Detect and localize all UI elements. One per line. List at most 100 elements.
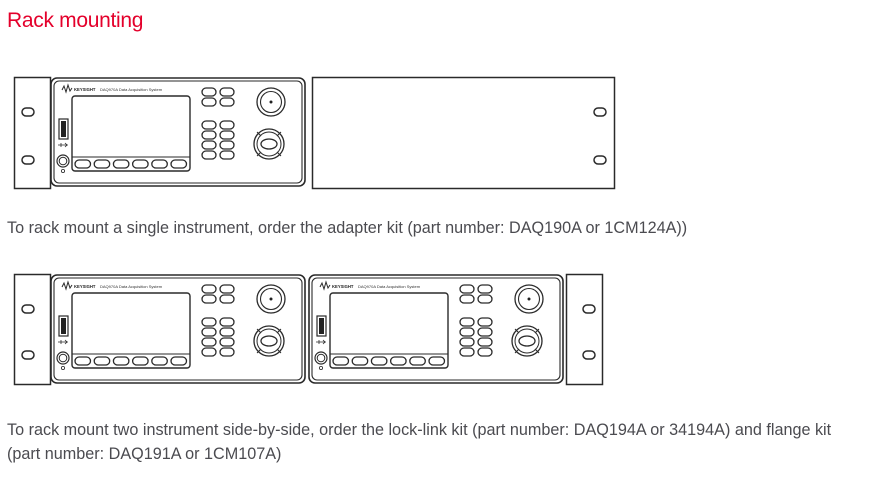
jack-inner [58, 156, 68, 166]
usb-port-slot [61, 318, 66, 334]
keysight-logo-icon [61, 83, 73, 94]
front-panel-key [219, 294, 235, 304]
front-panel-key [219, 284, 235, 294]
softkey-button [131, 356, 149, 366]
mounting-hole [21, 350, 35, 360]
usb-port-slot [61, 121, 66, 137]
navigation-arrow-dividers [514, 328, 540, 354]
navigation-arrow-dividers [256, 328, 282, 354]
front-panel-key [219, 327, 235, 337]
navigation-pad [253, 128, 285, 160]
mounting-hole [593, 155, 607, 165]
usb-icon [58, 142, 68, 148]
navigation-select-button [260, 335, 278, 347]
usb-icon [316, 339, 326, 345]
left-rack-ear [13, 76, 52, 190]
front-panel-key [201, 87, 217, 97]
left-rack-ear [13, 273, 52, 386]
rotary-knob-center [269, 100, 273, 104]
front-panel-key [477, 284, 493, 294]
jack-connector [56, 351, 70, 365]
display-screen [329, 292, 449, 369]
softkey-button [370, 356, 388, 366]
front-panel-key [201, 284, 217, 294]
rotary-knob-inner [259, 287, 283, 311]
right-rack-ear [565, 273, 604, 386]
front-panel-key [459, 284, 475, 294]
brand-label: KEYSIGHT [74, 87, 96, 92]
front-panel-key [201, 347, 217, 357]
softkey-button [151, 159, 168, 169]
display-screen [71, 95, 191, 172]
usb-port-slot [319, 318, 324, 334]
model-label: DAQ970A Data Acquisition System [100, 284, 163, 289]
navigation-pad-inner [256, 328, 282, 354]
front-panel-key [219, 140, 235, 150]
mounting-hole [593, 107, 607, 117]
brand-label: KEYSIGHT [74, 284, 96, 289]
jack-connector [314, 351, 328, 365]
navigation-pad-inner [256, 131, 282, 157]
front-panel-key [219, 130, 235, 140]
softkey-button [112, 159, 130, 169]
front-panel-key [201, 327, 217, 337]
jack-connector [56, 154, 70, 168]
mounting-hole [582, 350, 596, 360]
front-panel-key [459, 337, 475, 347]
front-panel-key [219, 97, 235, 107]
front-panel-key [459, 347, 475, 357]
front-panel-key [219, 347, 235, 357]
softkey-button [74, 356, 92, 366]
panel-inner-edge [53, 277, 303, 381]
softkey-button [170, 159, 188, 169]
softkey-button [409, 356, 426, 366]
front-panel-key [201, 294, 217, 304]
front-panel-key [201, 317, 217, 327]
softkey-button [332, 356, 350, 366]
panel-bezel [308, 274, 564, 384]
front-panel-key [201, 130, 217, 140]
usb-icon [58, 339, 68, 345]
softkey-button [93, 159, 111, 169]
softkey-button [151, 356, 168, 366]
rotary-knob-center [527, 297, 531, 301]
filler-panel [311, 76, 616, 190]
panel-inner-edge [53, 80, 303, 184]
front-panel-key [201, 140, 217, 150]
softkey-button [428, 356, 446, 366]
mounting-hole [21, 155, 35, 165]
keysight-logo-icon [61, 280, 73, 291]
single-instrument-caption: To rack mount a single instrument, order… [7, 219, 688, 237]
front-panel-key [477, 327, 493, 337]
softkey-button [170, 356, 188, 366]
rotary-knob-inner [517, 287, 541, 311]
keysight-logo-icon [319, 280, 331, 291]
front-panel-key [219, 317, 235, 327]
mounting-hole [21, 304, 35, 314]
section-title: Rack mounting [7, 9, 144, 32]
rotary-knob-inner [259, 90, 283, 114]
navigation-pad-inner [514, 328, 540, 354]
front-panel-key [219, 150, 235, 160]
jack-indicator [60, 169, 65, 174]
front-panel-key [201, 150, 217, 160]
brand-label: KEYSIGHT [332, 284, 354, 289]
rotary-knob [514, 284, 544, 314]
navigation-pad [511, 325, 543, 357]
softkey-button [351, 356, 369, 366]
rotary-knob-center [269, 297, 273, 301]
front-panel-key [477, 347, 493, 357]
panel-bezel [50, 274, 306, 384]
front-panel-key [219, 87, 235, 97]
front-panel-key [201, 97, 217, 107]
instrument-front-panel: KEYSIGHT DAQ970A Data Acquisition System [50, 274, 306, 384]
rotary-knob [256, 284, 286, 314]
navigation-pad [253, 325, 285, 357]
jack-inner [58, 353, 68, 363]
panel-bezel [50, 77, 306, 187]
front-panel-key [459, 294, 475, 304]
